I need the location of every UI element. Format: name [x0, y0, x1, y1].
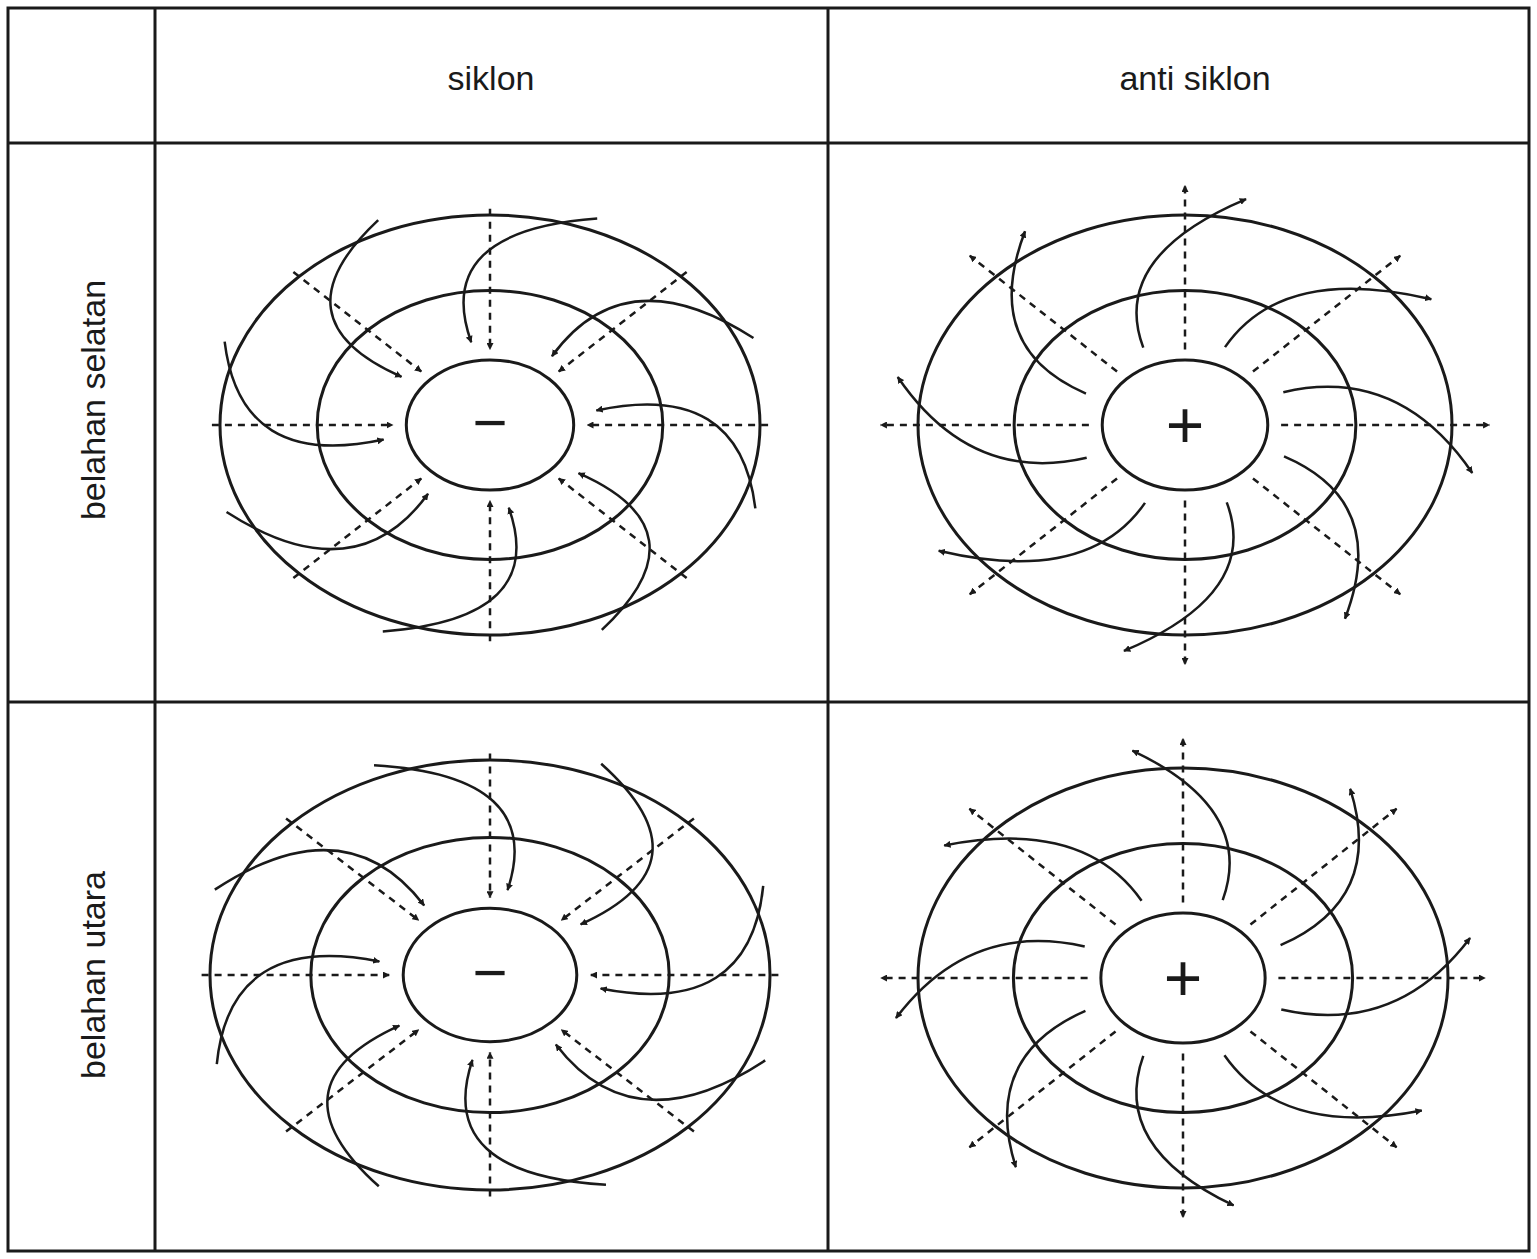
curved-wind-arrow [596, 404, 755, 508]
curved-wind-arrow [1124, 502, 1234, 651]
dashed-wind-arrow [1182, 1054, 1185, 1218]
dashed-wind-arrow [969, 809, 1115, 925]
dashed-wind-arrow [587, 424, 768, 427]
dashed-wind-arrow [970, 256, 1117, 372]
dashed-wind-arrow [286, 1030, 419, 1132]
curved-wind-arrow [330, 220, 401, 377]
curved-wind-arrow [1225, 289, 1431, 347]
curved-wind-arrow [1136, 199, 1246, 348]
dashed-wind-arrow [559, 478, 687, 577]
curved-wind-arrow [327, 1026, 399, 1187]
table-grid [8, 8, 1529, 1251]
pressure-symbol: + [1164, 945, 1203, 1011]
dashed-wind-arrow [1281, 424, 1489, 427]
dashed-wind-arrow [1253, 256, 1400, 372]
row-header: belahan selatan [76, 280, 110, 520]
dashed-wind-arrow [489, 501, 492, 642]
dashed-wind-arrow [1253, 478, 1400, 594]
dashed-wind-arrow [293, 478, 421, 577]
curved-wind-arrow [601, 886, 764, 994]
dashed-wind-arrow [489, 1052, 492, 1196]
dashed-wind-arrow [881, 977, 1088, 980]
curved-wind-arrow [581, 764, 653, 925]
curved-wind-arrow [1284, 456, 1358, 618]
cyclone-figure [202, 754, 779, 1197]
column-header: siklon [448, 61, 535, 95]
curved-wind-arrow [215, 850, 424, 905]
row-header: belahan utara [76, 871, 110, 1079]
dashed-wind-arrow [212, 424, 393, 427]
anticyclone-figure [881, 186, 1490, 665]
pressure-symbol: + [1166, 392, 1205, 458]
curved-wind-arrow [225, 342, 384, 446]
dashed-wind-arrow [969, 1031, 1115, 1147]
dashed-wind-arrow [1250, 1031, 1396, 1147]
curved-wind-arrow [898, 377, 1087, 463]
dashed-wind-arrow [591, 974, 779, 977]
dashed-wind-arrow [561, 1030, 694, 1132]
curved-wind-arrow [1012, 231, 1086, 393]
cyclone-figure [212, 209, 768, 642]
curved-wind-arrow [1283, 387, 1472, 473]
curved-wind-arrow [465, 1060, 606, 1185]
dashed-wind-arrow [1250, 809, 1396, 925]
pressure-symbol: − [472, 943, 507, 1003]
dashed-wind-arrow [1182, 739, 1185, 903]
isobar [1101, 913, 1265, 1043]
curved-wind-arrow [1281, 938, 1470, 1015]
dashed-wind-arrow [489, 754, 492, 898]
isobar [406, 360, 573, 490]
dashed-wind-arrow [561, 818, 694, 920]
curved-wind-arrow [227, 494, 429, 549]
dashed-wind-arrow [559, 272, 687, 371]
curved-wind-arrow [552, 301, 754, 356]
dashed-wind-arrow [881, 424, 1089, 427]
isobar [403, 908, 577, 1041]
column-header: anti siklon [1119, 61, 1270, 95]
isobar [1102, 360, 1268, 490]
curved-wind-arrow [1007, 1011, 1085, 1167]
dashed-wind-arrow [286, 818, 419, 920]
pressure-symbol: − [472, 393, 507, 453]
curved-wind-arrow [556, 1045, 765, 1100]
curved-wind-arrow [939, 503, 1145, 561]
curved-wind-arrow [374, 765, 515, 890]
dashed-wind-arrow [1278, 977, 1485, 980]
curved-wind-arrow [217, 956, 380, 1064]
curved-wind-arrow [896, 941, 1085, 1018]
curved-wind-arrow [1281, 789, 1359, 945]
curved-wind-arrow [1132, 751, 1229, 901]
curved-wind-arrow [383, 508, 517, 632]
dashed-wind-arrow [489, 209, 492, 350]
anticyclone-figure [881, 739, 1485, 1218]
dashed-wind-arrow [1184, 501, 1187, 665]
curved-wind-arrow [1224, 1055, 1421, 1117]
dashed-wind-arrow [970, 478, 1117, 594]
curved-wind-arrow [1136, 1056, 1233, 1206]
curved-wind-arrow [944, 839, 1141, 901]
dashed-wind-arrow [293, 272, 421, 371]
curved-wind-arrow [464, 219, 598, 343]
dashed-wind-arrow [1184, 186, 1187, 350]
curved-wind-arrow [578, 473, 649, 630]
dashed-wind-arrow [202, 974, 390, 977]
